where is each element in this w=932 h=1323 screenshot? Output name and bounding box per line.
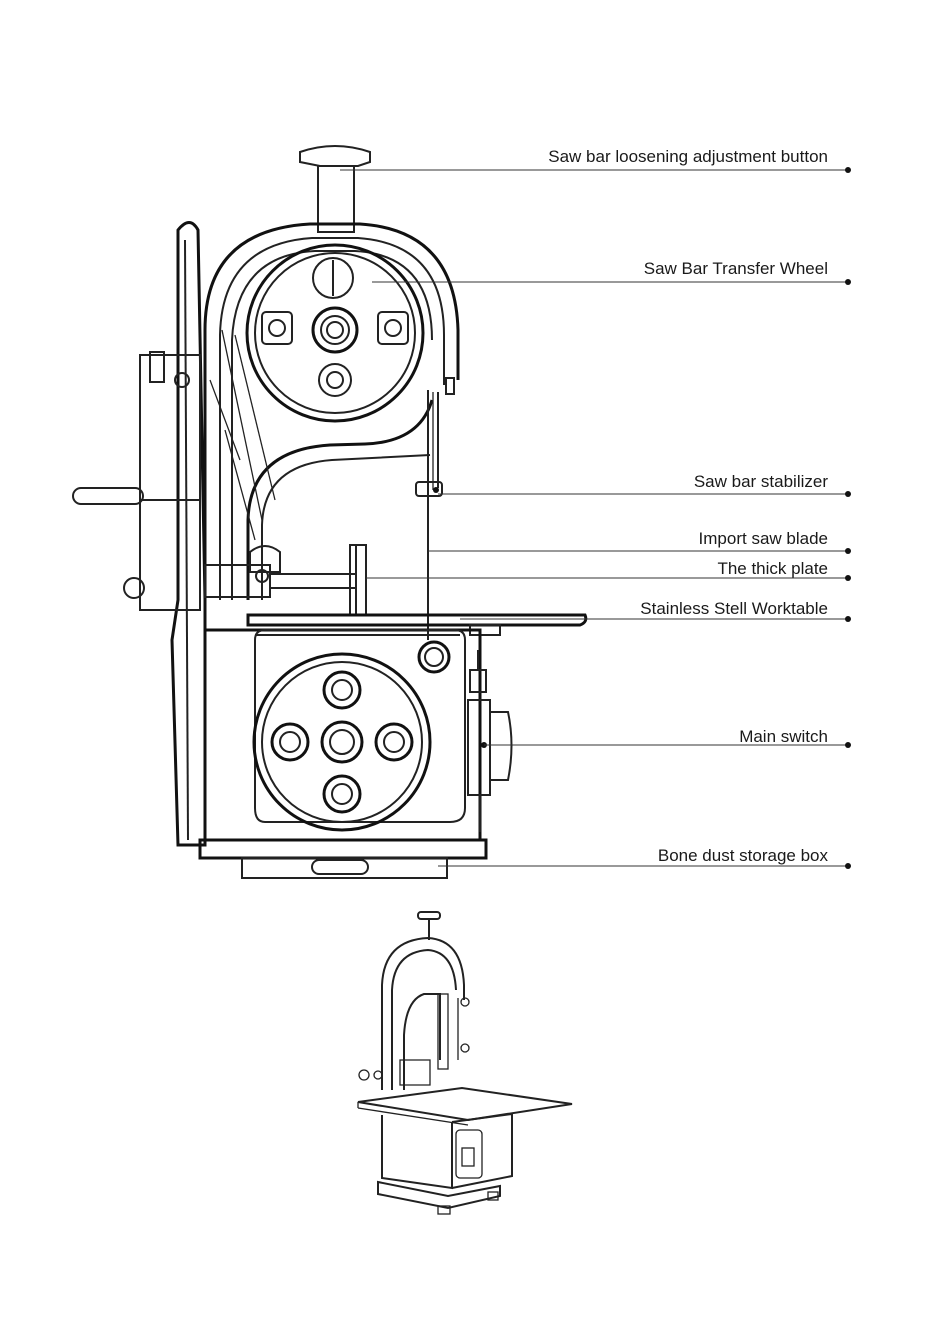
label-main-switch: Main switch: [739, 727, 828, 746]
main-switch-box: [468, 650, 512, 832]
label-dust-box: Bone dust storage box: [658, 846, 829, 865]
thick-plate-assembly: [205, 545, 366, 615]
tension-crank: [73, 352, 200, 610]
bone-saw-front-view: [73, 146, 586, 878]
label-transfer-wheel: Saw Bar Transfer Wheel: [644, 259, 828, 278]
label-adjustment-button: Saw bar loosening adjustment button: [548, 147, 828, 166]
label-thick-plate: The thick plate: [717, 559, 828, 578]
upper-wheel: [247, 245, 423, 421]
adjustment-knob: [300, 146, 370, 232]
bone-saw-perspective-view: [358, 912, 572, 1214]
worktable: [248, 615, 586, 635]
lower-wheel: [254, 654, 430, 830]
base-and-dust-box: [200, 840, 486, 878]
lower-blade-guide: [419, 642, 449, 672]
blade-guide-column: [416, 378, 454, 640]
label-stabilizer: Saw bar stabilizer: [694, 472, 829, 491]
callout-labels: Saw bar loosening adjustment button Saw …: [548, 147, 828, 865]
label-saw-blade: Import saw blade: [699, 529, 828, 548]
label-worktable: Stainless Stell Worktable: [640, 599, 828, 618]
